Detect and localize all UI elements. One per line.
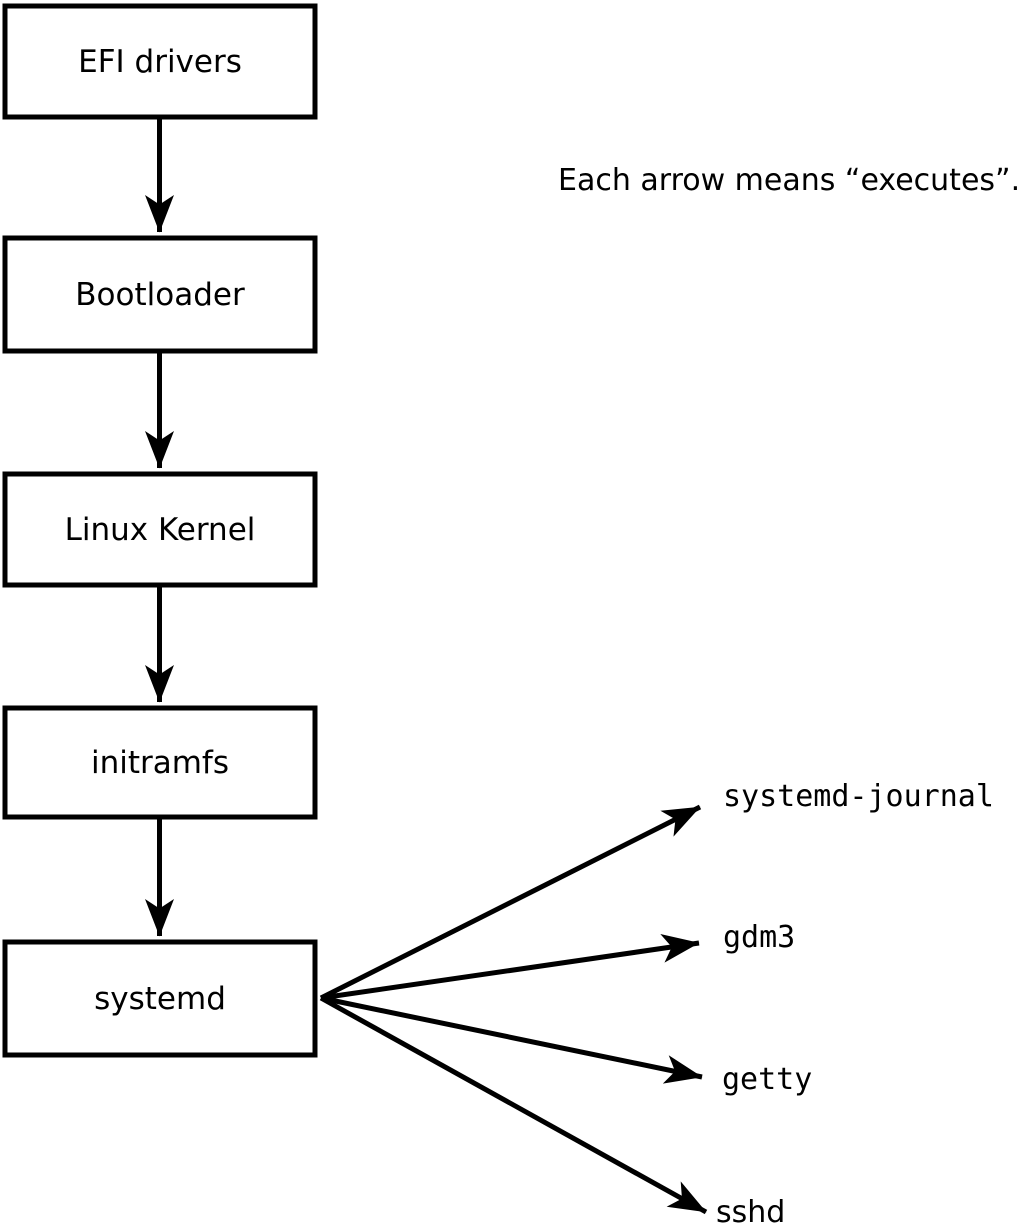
annotation-arrow-meaning: Each arrow means “executes”.	[558, 163, 1020, 198]
node-linux-kernel: Linux Kernel	[2, 471, 318, 588]
node-efi-drivers-label: EFI drivers	[78, 44, 242, 80]
node-linux-kernel-label: Linux Kernel	[65, 512, 256, 548]
node-linux-kernel-box	[2, 471, 318, 588]
service-label-getty: getty	[722, 1062, 812, 1097]
node-systemd: systemd	[2, 939, 318, 1058]
node-systemd-label: systemd	[94, 981, 226, 1017]
arrow-systemd-to-gdm3	[320, 933, 700, 1001]
node-efi-drivers-box	[2, 3, 318, 120]
node-initramfs: initramfs	[2, 705, 318, 820]
node-initramfs-box	[2, 705, 318, 820]
node-bootloader-box	[2, 235, 318, 354]
node-initramfs-label: initramfs	[91, 745, 229, 781]
node-bootloader-label: Bootloader	[75, 277, 245, 313]
node-bootloader: Bootloader	[2, 235, 318, 354]
arrow-systemd-to-getty	[320, 995, 703, 1084]
node-systemd-box	[2, 939, 318, 1058]
arrow-systemd-to-systemd-journal	[319, 804, 702, 1001]
service-label-sshd: sshd	[716, 1195, 785, 1230]
service-label-systemd-journal: systemd-journal	[723, 779, 994, 814]
arrow-systemd-to-sshd	[319, 995, 708, 1215]
node-efi-drivers: EFI drivers	[2, 3, 318, 120]
service-label-gdm3: gdm3	[723, 920, 795, 955]
